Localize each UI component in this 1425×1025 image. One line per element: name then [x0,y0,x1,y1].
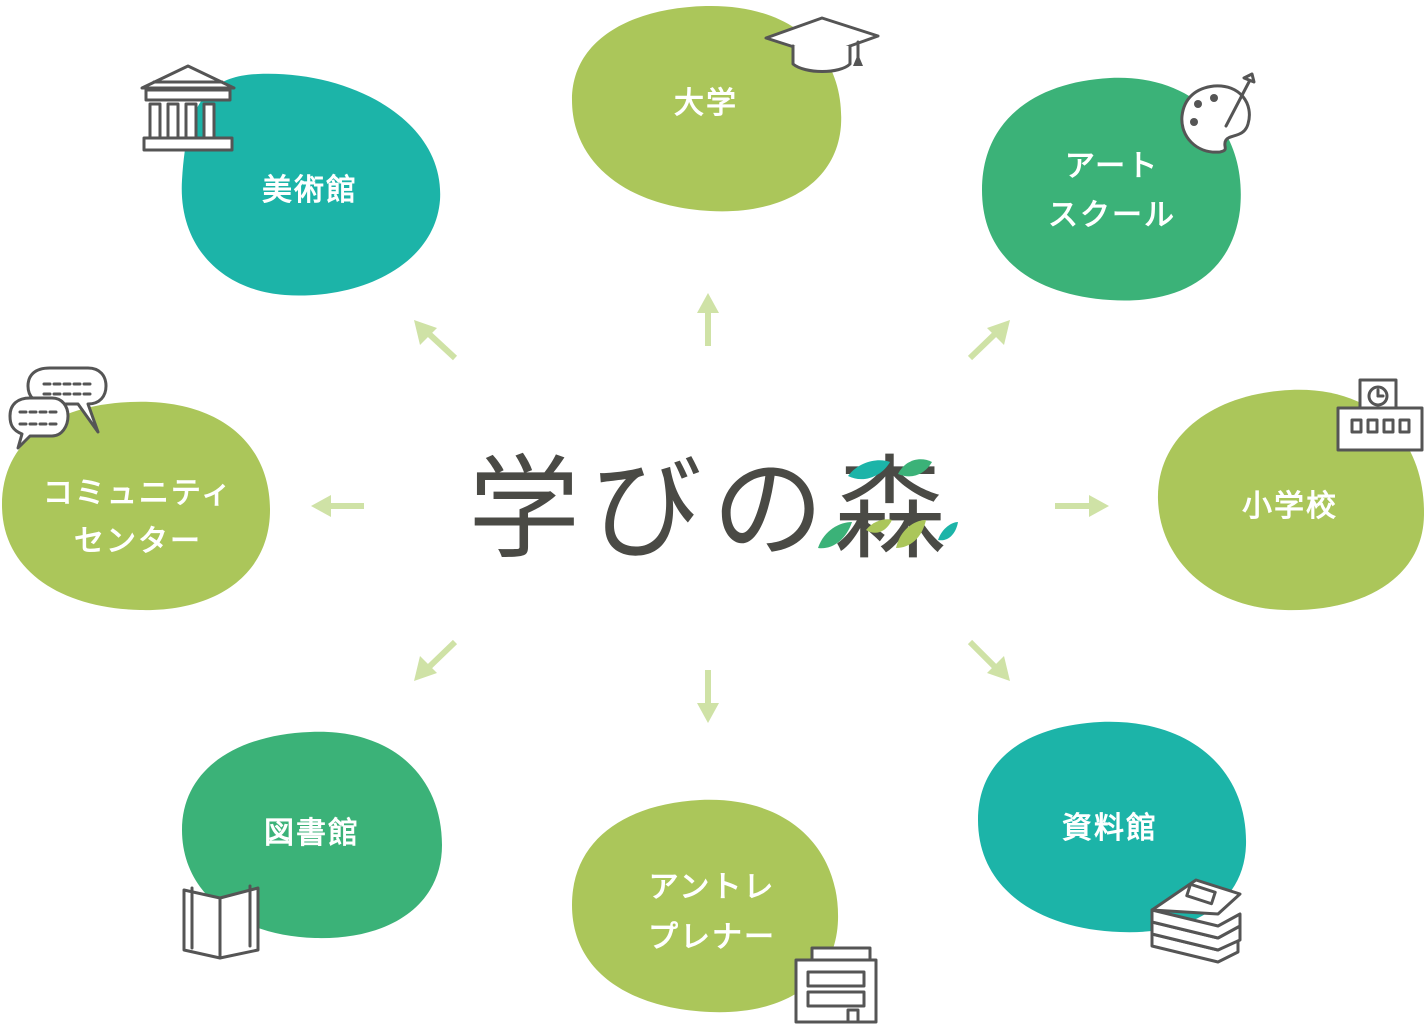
community-center-label-line-2: センター [74,524,202,559]
node-art-school[interactable]: アート スクール [982,77,1241,301]
blob-university [572,5,842,212]
node-art-museum[interactable]: 美術館 [181,73,441,296]
arrow-down-right [967,639,1010,681]
leaf-3 [818,522,852,549]
blob-library [182,731,442,939]
leaf-5 [896,520,926,548]
arrow-right [1055,495,1109,517]
arrow-up-left [414,320,458,361]
shop-icon [794,946,878,1024]
arrow-down-left [414,639,458,681]
open-book-icon [182,884,260,960]
art-museum-label: 美術館 [262,173,358,208]
arrow-left [311,495,364,517]
node-library[interactable]: 図書館 [182,731,442,939]
speech-bubbles-icon [8,366,108,450]
graduation-cap-icon [764,16,880,73]
arrow-up-right [967,320,1010,361]
arrow-up [697,293,719,346]
node-university[interactable]: 大学 [572,5,842,212]
blob-art-school [982,77,1241,301]
art-school-label-line-1: アート [1065,149,1159,184]
art-school-label-line-2: スクール [1048,198,1176,233]
leaf-decoration [818,459,958,549]
blob-community-center [2,401,270,611]
elementary-school-label: 小学校 [1242,489,1338,524]
node-archive[interactable]: 資料館 [978,721,1247,933]
school-building-icon [1336,378,1424,452]
arrows [311,293,1109,723]
entrepreneur-label-line-2: プレナー [648,920,776,955]
node-entrepreneur[interactable]: アントレ プレナー [572,799,839,1013]
leaf-6 [938,522,958,541]
blob-archive [978,721,1247,933]
community-center-label-line-1: コミュニティ [43,476,233,511]
library-label: 図書館 [264,816,360,851]
blob-entrepreneur [572,799,839,1013]
leaf-2 [898,459,932,477]
university-label: 大学 [674,86,738,121]
center-title: 学びの森 [468,445,958,575]
stacked-books-icon [1150,878,1242,964]
arrow-down [697,670,719,723]
node-community-center[interactable]: コミュニティ センター [2,401,270,611]
archive-label: 資料館 [1062,811,1158,846]
leaf-1 [848,460,890,480]
leaf-4 [866,519,892,533]
blob-art-museum [181,73,441,296]
entrepreneur-label-line-1: アントレ [649,870,776,905]
palette-icon [1180,72,1256,154]
museum-icon [140,64,236,152]
